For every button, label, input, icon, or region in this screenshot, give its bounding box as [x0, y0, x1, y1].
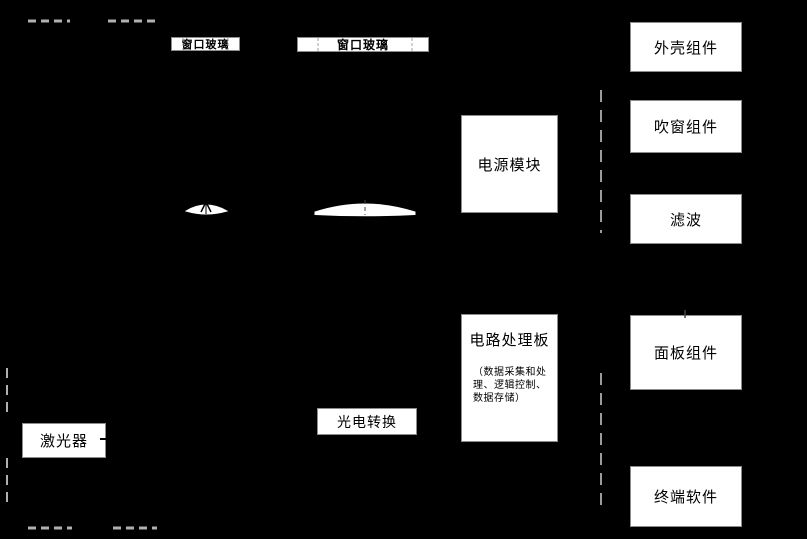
circuit-board-subtitle: （数据采集和处理、逻辑控制、数据存储）: [473, 367, 547, 404]
laser-box: 激光器: [22, 423, 106, 458]
window-glass-label-right: 窗口玻璃: [297, 37, 429, 52]
window-glass-label-left: 窗口玻璃: [171, 37, 240, 51]
power-module-box: 电源模块: [461, 115, 558, 213]
small-lens-icon: [184, 200, 229, 215]
photoelectric-conversion-box: 光电转换: [317, 408, 417, 435]
circuit-board-box: 电路处理板 （数据采集和处理、逻辑控制、数据存储）: [461, 314, 558, 442]
panel-assembly-box: 面板组件: [630, 315, 742, 390]
circuit-board-title: 电路处理板: [469, 332, 550, 349]
lens-axis-arrow-icon: [200, 200, 212, 213]
large-lens-icon: [314, 200, 416, 217]
window-blower-assembly-box: 吹窗组件: [630, 100, 742, 153]
shell-assembly-box: 外壳组件: [630, 22, 742, 72]
filter-box: 滤波: [630, 194, 742, 244]
terminal-software-box: 终端软件: [630, 466, 742, 527]
